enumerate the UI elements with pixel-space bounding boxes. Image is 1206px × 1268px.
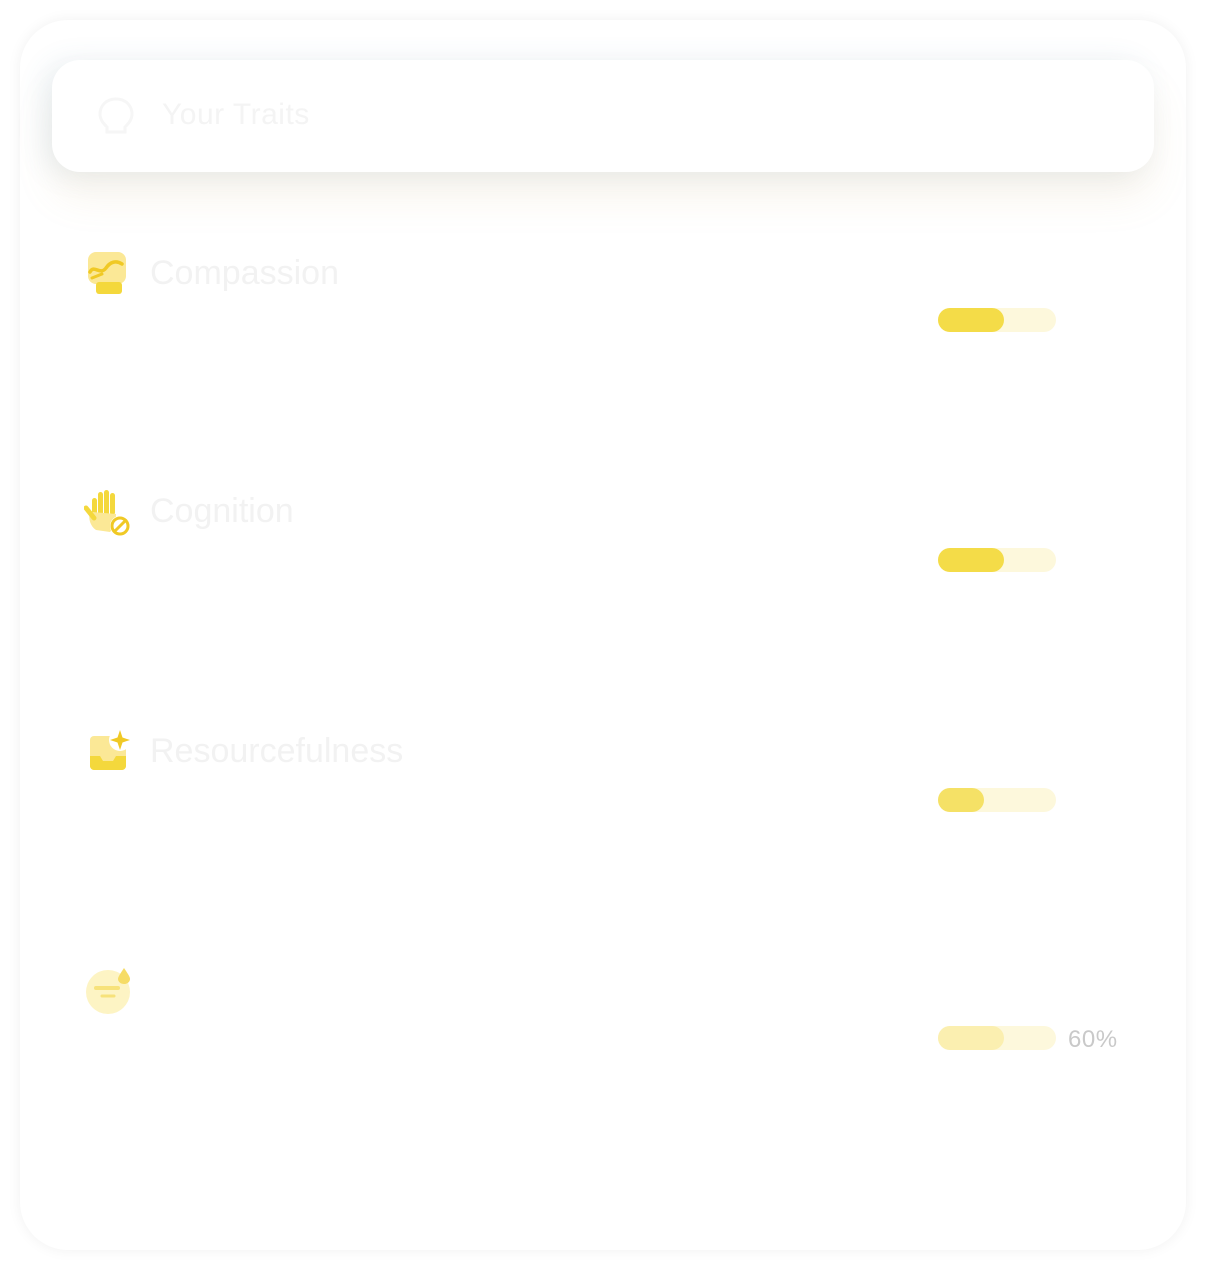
trait-item: Resourcefulness: [84, 728, 1164, 928]
progress-track: [938, 308, 1056, 332]
header-card: Your Traits: [52, 60, 1154, 172]
progress-track: [938, 548, 1056, 572]
progress-fill: [938, 788, 984, 812]
trait-item: Compassion: [84, 250, 1164, 450]
progress-fill: [938, 1026, 1004, 1050]
trait-title: Resourcefulness: [150, 732, 404, 770]
trait-item: Cognition: [83, 488, 1164, 688]
face-sweat-icon: [84, 966, 134, 1016]
progress-track: [938, 1026, 1056, 1050]
progress-fill: [938, 548, 1004, 572]
progress-fill: [938, 308, 1004, 332]
trait-item: 60%: [84, 966, 1164, 1166]
header-title: Your Traits: [162, 98, 310, 131]
inbox-sparkle-icon: [84, 728, 134, 778]
trait-title: Cognition: [150, 492, 294, 530]
lightbulb-icon: [96, 96, 136, 138]
progress-percent: 60%: [1068, 1026, 1118, 1053]
trait-title: Compassion: [150, 254, 339, 292]
hand-stop-icon: [83, 488, 134, 538]
fist-bandage-icon: [84, 250, 134, 300]
progress-track: [938, 788, 1056, 812]
